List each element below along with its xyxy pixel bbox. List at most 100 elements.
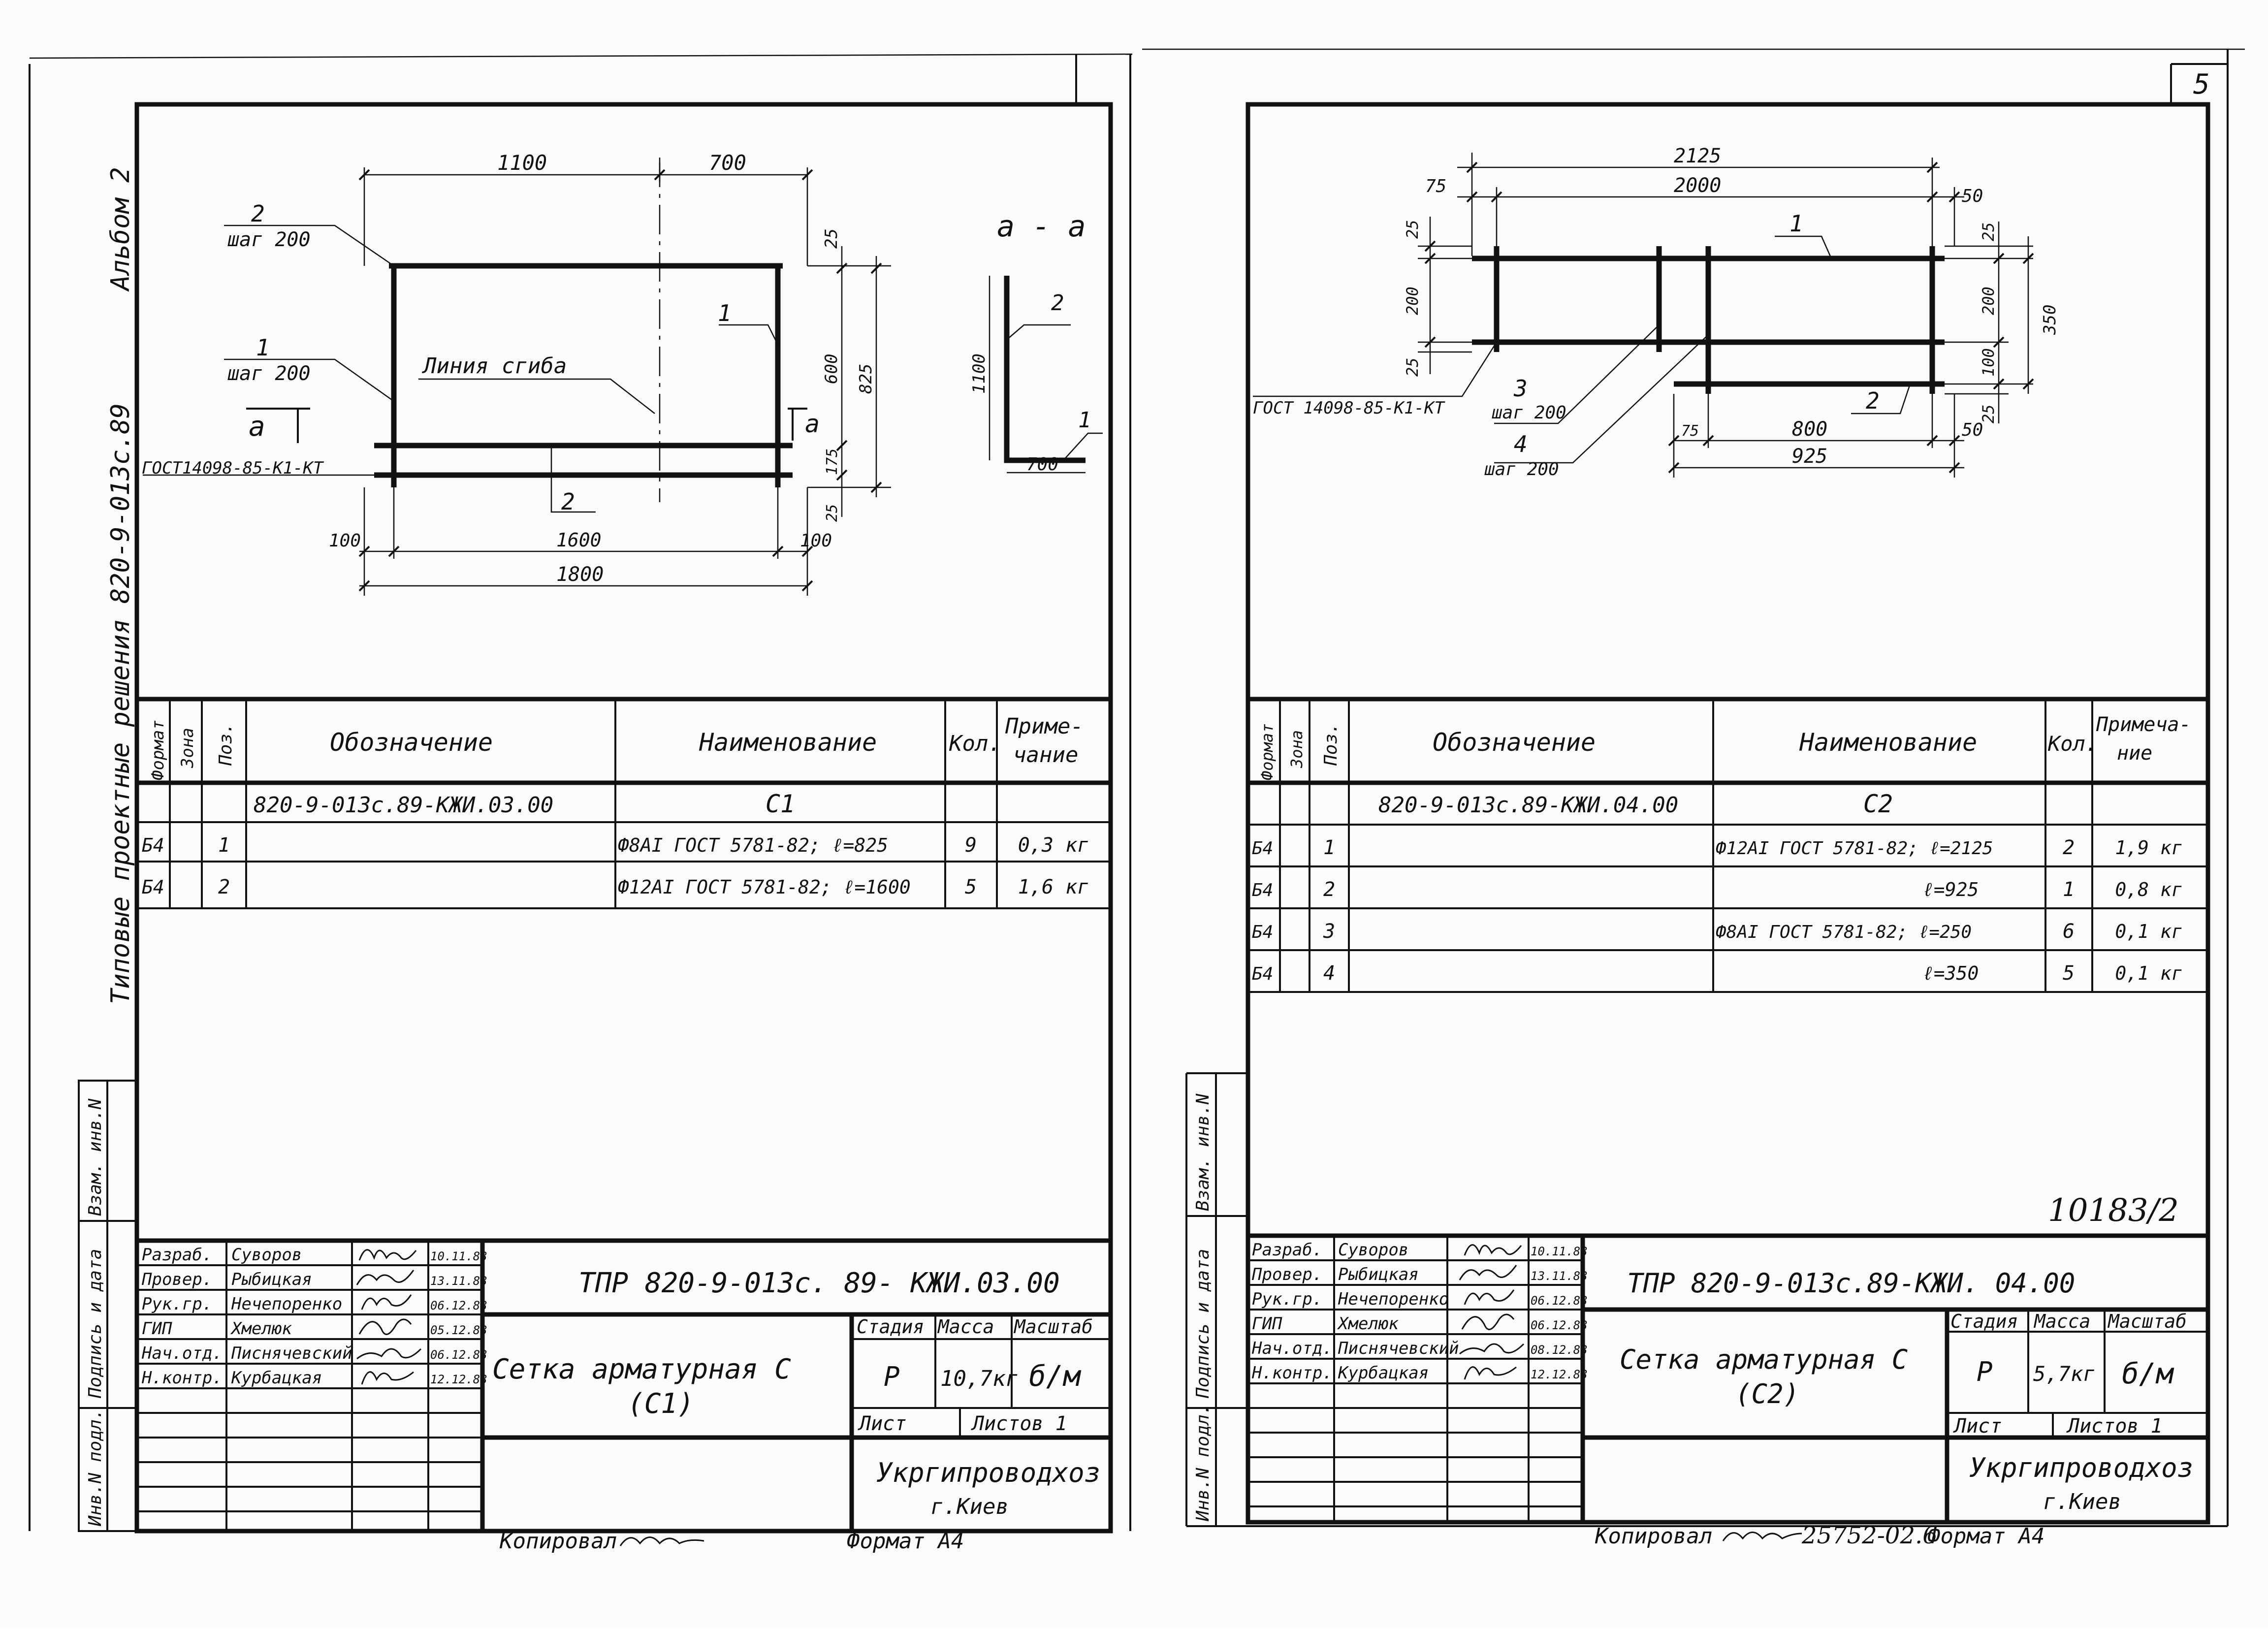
c1-tb-role: Провер.: [141, 1270, 212, 1289]
stamp-signature-date: Подпись и дата: [85, 1249, 105, 1399]
c1-th-note-l1: Приме-: [1005, 714, 1084, 739]
mesh-c2-drawing: [1253, 153, 2034, 478]
c1-spec-table: [137, 697, 1111, 909]
c1-th-note: Приме-чание: [1005, 714, 1084, 768]
c2-dim-75: 75: [1425, 176, 1446, 196]
c2-scale-value: б/м: [2122, 1357, 2174, 1390]
c2-dim-2000: 2000: [1674, 174, 1721, 197]
left-sheet-frame: [29, 53, 1133, 1534]
c2-row-note: 0,1 кг: [2115, 921, 2182, 942]
c2-tb-person: Рыбицкая: [1338, 1265, 1419, 1284]
c1-dim-25b: 25: [824, 504, 841, 522]
c2-dim-bottom-800: 800: [1792, 418, 1827, 441]
c1-row-note: 1,6 кг: [1018, 876, 1089, 898]
c2-tb-date: 13.11.88: [1531, 1269, 1588, 1283]
c2-th-name: Наименование: [1799, 728, 1977, 757]
c1-tb-role: ГИП: [142, 1319, 172, 1339]
c2-pos2: 2: [1866, 387, 1880, 414]
c1-tb-date: 13.11.88: [430, 1274, 487, 1288]
c2-th-note: Примеча-ние: [2096, 713, 2191, 765]
c2-doc-code: ТПР 820-9-013с.89-КЖИ. 04.00: [1627, 1268, 2075, 1299]
c1-section-dim-700: 700: [1026, 454, 1058, 475]
c2-title-line2: (С2): [1735, 1378, 1799, 1409]
stamp-inv-original: Инв.N подл.: [85, 1409, 105, 1527]
c1-copier-signature: [619, 1536, 704, 1546]
c1-row-pos: 1: [218, 834, 230, 857]
c1-tb-person: Писнячевский: [231, 1343, 352, 1363]
c1-tb-role: Разраб.: [142, 1245, 212, 1265]
c1-doc-code: ТПР 820-9-013с. 89- КЖИ.03.00: [578, 1267, 1060, 1299]
c2-row-name: Ф8АI ГОСТ 5781-82; ℓ=250: [1716, 922, 1972, 942]
c2-tb-role: Провер.: [1251, 1265, 1322, 1284]
c1-tb-date: 12.12.88: [430, 1373, 487, 1386]
c1-dim-600: 600: [822, 354, 841, 384]
c2-pos4-step: шаг 200: [1484, 459, 1559, 480]
c2-row-qty: 5: [2063, 962, 2075, 985]
right-stamp-signature-date: Подпись и дата: [1193, 1249, 1213, 1399]
c1-row-designation: 820-9-013с.89-КЖИ.03.00: [254, 793, 553, 818]
c2-tb-role: Рук.гр.: [1252, 1289, 1322, 1309]
c2-th-note-l1: Примеча-: [2096, 713, 2191, 736]
c1-tb-date: 06.12.88: [430, 1299, 487, 1312]
c2-footer-copied: Копировал: [1595, 1524, 1712, 1549]
c1-dim-25a: 25: [822, 228, 841, 249]
c2-sheets-label: Листов 1: [2066, 1415, 2163, 1438]
c2-dim-2125: 2125: [1674, 145, 1721, 167]
c1-section-mark-right: а: [805, 410, 820, 438]
c1-row-name: Ф12АI ГОСТ 5781-82; ℓ=1600: [618, 876, 911, 898]
c2-dim-right-25b: 25: [1979, 404, 1998, 423]
c1-dim-100a: 100: [329, 531, 361, 551]
c2-pos4: 4: [1514, 431, 1528, 457]
c2-th-note-l2: ние: [2117, 742, 2152, 765]
c1-gost-label: ГОСТ14098-85-К1-КТ: [142, 458, 324, 478]
c1-scale-label: Масштаб: [1013, 1316, 1093, 1338]
c1-th-format: Формат: [148, 720, 168, 780]
c2-row-pos: 4: [1323, 962, 1335, 985]
c1-tb-role: Нач.отд.: [141, 1343, 223, 1363]
project-label: Типовые проектные решения 820-9-013с.89: [106, 403, 135, 1004]
c1-footer-format: Формат А4: [847, 1529, 964, 1554]
c1-section-title: а - а: [997, 209, 1086, 244]
c2-row-name: С2: [1863, 790, 1893, 818]
c2-th-qty: Кол.: [2047, 732, 2098, 756]
c1-dim-700: 700: [709, 151, 746, 175]
c1-bend-line-label: Линия сгиба: [421, 353, 567, 379]
c2-tb-role: Нач.отд.: [1251, 1339, 1333, 1358]
c1-pos1-right: 1: [718, 300, 732, 326]
c1-th-qty: Кол.: [949, 731, 1001, 756]
c1-th-note-l2: чание: [1013, 742, 1078, 768]
c1-row-qty: 5: [965, 876, 977, 898]
c2-dim-50: 50: [1962, 186, 1983, 206]
c1-pos1: 1: [256, 334, 270, 361]
c2-mass-label: Масса: [2033, 1311, 2090, 1332]
c2-tb-date: 06.12.88: [1531, 1318, 1588, 1332]
c2-gost-label: ГОСТ 14098-85-К1-КТ: [1253, 398, 1445, 418]
right-stamp-zamen-inv: Взам. инв.N: [1193, 1093, 1213, 1211]
c2-tb-person: Нечепоренко: [1338, 1289, 1449, 1309]
c2-signatures: [1459, 1244, 1525, 1380]
c2-pos1: 1: [1789, 210, 1803, 237]
c1-th-zone: Зона: [178, 728, 197, 768]
c2-tb-date: 12.12.88: [1531, 1368, 1588, 1381]
c2-row-pos: 3: [1323, 920, 1335, 943]
c2-tb-date: 08.12.88: [1531, 1343, 1588, 1357]
c2-tb-date: 10.11.88: [1531, 1245, 1588, 1258]
c2-dim-left-25b: 25: [1403, 357, 1422, 377]
c1-section-pos1: 1: [1078, 408, 1091, 433]
c1-footer-copied: Копировал: [499, 1529, 617, 1554]
c1-title-block: [137, 1238, 1111, 1531]
c2-tb-date: 06.12.88: [1531, 1294, 1588, 1308]
c2-row-qty: 1: [2063, 878, 2075, 901]
c1-row-name: С1: [766, 790, 795, 818]
c2-th-zone: Зона: [1287, 730, 1306, 768]
c2-row-designation: 820-9-013с.89-КЖИ.04.00: [1378, 793, 1678, 818]
c2-tb-role: ГИП: [1252, 1314, 1282, 1334]
c1-section-mark: а: [249, 411, 265, 443]
c2-th-pos: Поз.: [1321, 723, 1341, 766]
c1-tb-person: Курбацкая: [231, 1368, 322, 1388]
c1-tb-person: Нечепоренко: [231, 1294, 342, 1314]
c1-tb-role: Рук.гр.: [142, 1294, 212, 1314]
